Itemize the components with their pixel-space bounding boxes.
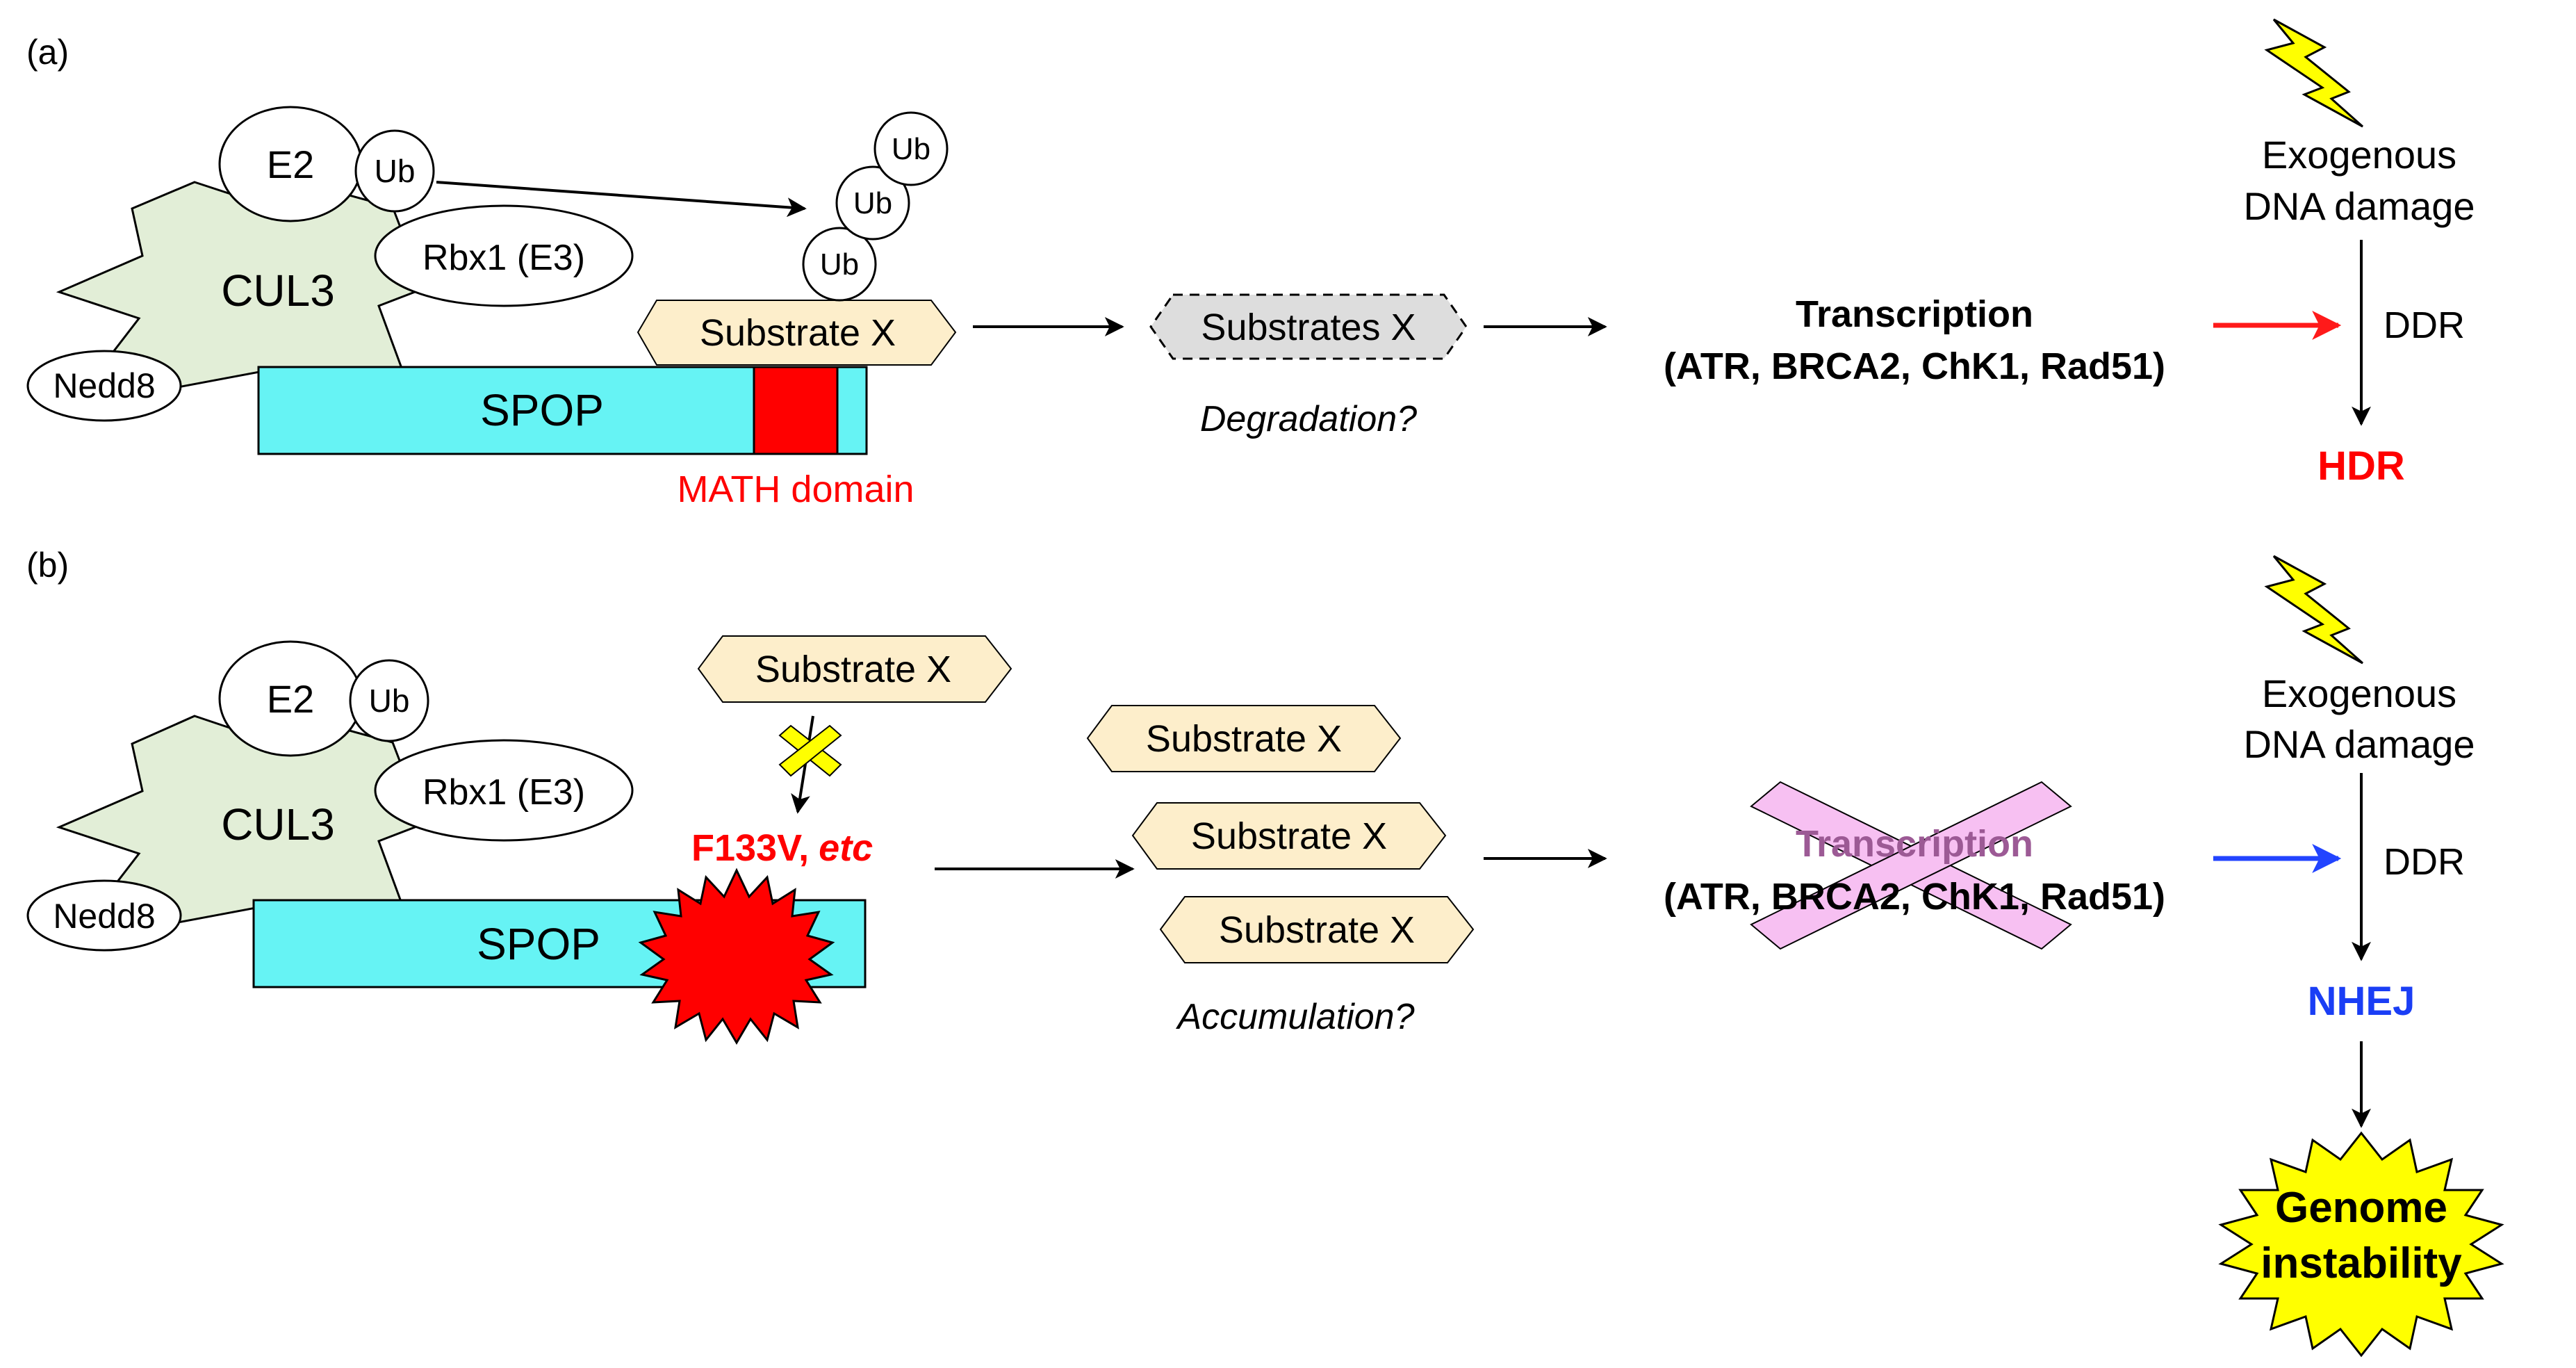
mutation-burst <box>638 868 835 1045</box>
exogenous-line1: Exogenous <box>2262 133 2456 177</box>
degraded-substrate-hexagon <box>1149 293 1468 360</box>
cul3-label: CUL3 <box>221 266 335 316</box>
spop-label: SPOP <box>480 385 604 435</box>
spop-label-b: SPOP <box>477 919 600 969</box>
ub-chain-3 <box>873 111 949 186</box>
ub-transfer-arrow <box>436 181 807 218</box>
panel-a-label: (a) <box>26 33 69 72</box>
blocked-x-mark <box>778 724 842 777</box>
accumulated-substrate-2-label: Substrate X <box>1191 815 1387 857</box>
genome-instability-burst <box>2218 1131 2504 1358</box>
ub-chain-2 <box>835 165 910 241</box>
nedd8-ellipse <box>26 350 182 422</box>
transcription-title-b: Transcription <box>1796 823 2033 865</box>
exogenous-line2-b: DNA damage <box>2243 722 2475 766</box>
ub-ellipse <box>354 129 435 213</box>
nhej-label: NHEJ <box>2308 979 2415 1024</box>
nedd8-ellipse-b <box>26 879 182 952</box>
accumulated-substrate-3-label: Substrate X <box>1219 909 1415 951</box>
panel-b: (b) CUL3 Nedd8 SPOP Rbx1 (E3) E2 Ub Subs… <box>26 546 2504 1358</box>
substrate-unbound-hexagon <box>697 635 1012 703</box>
transcription-genes: (ATR, BRCA2, ChK1, Rad51) <box>1664 345 2165 387</box>
ub-chain-1 <box>802 227 877 302</box>
rbx1-label: Rbx1 (E3) <box>423 238 585 278</box>
ub-chain-1-label: Ub <box>820 247 859 282</box>
ub-label-b: Ub <box>369 683 410 719</box>
lightning-icon <box>2264 18 2363 128</box>
accumulation-label: Accumulation? <box>1175 997 1414 1037</box>
transcription-genes-b: (ATR, BRCA2, ChK1, Rad51) <box>1664 876 2165 918</box>
transcription-title: Transcription <box>1796 293 2033 335</box>
accumulated-substrate-3-hexagon <box>1159 896 1475 963</box>
math-domain-label: MATH domain <box>677 469 914 510</box>
accumulated-substrate-2-hexagon <box>1131 802 1447 870</box>
panel-b-label: (b) <box>26 546 69 585</box>
degradation-label: Degradation? <box>1200 399 1417 439</box>
nedd8-label-b: Nedd8 <box>53 897 155 936</box>
substrate-unbound-label: Substrate X <box>755 649 951 690</box>
exogenous-line1-b: Exogenous <box>2262 671 2456 715</box>
mutation-label: F133V,etc <box>691 827 873 869</box>
genome-line1: Genome <box>2275 1184 2447 1232</box>
cul3-label-b: CUL3 <box>221 799 335 849</box>
rbx1-label-b: Rbx1 (E3) <box>423 772 585 813</box>
ub-ellipse-b <box>349 659 429 742</box>
ub-label: Ub <box>375 153 416 189</box>
math-domain-block <box>753 366 839 455</box>
substrate-hexagon <box>637 300 957 366</box>
ub-chain-2-label: Ub <box>853 186 892 220</box>
genome-line2: instability <box>2261 1239 2462 1287</box>
accumulated-substrate-1-hexagon <box>1086 705 1402 772</box>
ub-chain-3-label: Ub <box>892 132 930 166</box>
cross-bar-2 <box>1750 781 2072 950</box>
panel-a: (a) CUL3 Nedd8 SPOP MATH domain Rbx1 (E3… <box>26 18 2475 510</box>
substrate-label: Substrate X <box>700 312 896 354</box>
transcription-blocked-cross <box>1750 781 2072 950</box>
e2-label-b: E2 <box>267 677 315 721</box>
mutation-etc: etc <box>819 827 873 869</box>
exogenous-line2: DNA damage <box>2243 184 2475 228</box>
rbx1-ellipse <box>374 204 634 307</box>
hdr-label: HDR <box>2317 443 2405 489</box>
rbx1-ellipse-b <box>374 739 634 842</box>
e2-label: E2 <box>267 142 315 186</box>
lightning-icon-b <box>2264 555 2363 665</box>
nedd8-label: Nedd8 <box>53 366 155 405</box>
degraded-substrate-label: Substrates X <box>1201 307 1416 348</box>
ddr-label-b: DDR <box>2384 841 2465 883</box>
x-mark-stroke-2 <box>778 724 842 777</box>
ddr-label: DDR <box>2384 304 2465 346</box>
accumulated-substrate-1-label: Substrate X <box>1146 718 1342 760</box>
mutation-name: F133V, <box>691 827 809 869</box>
